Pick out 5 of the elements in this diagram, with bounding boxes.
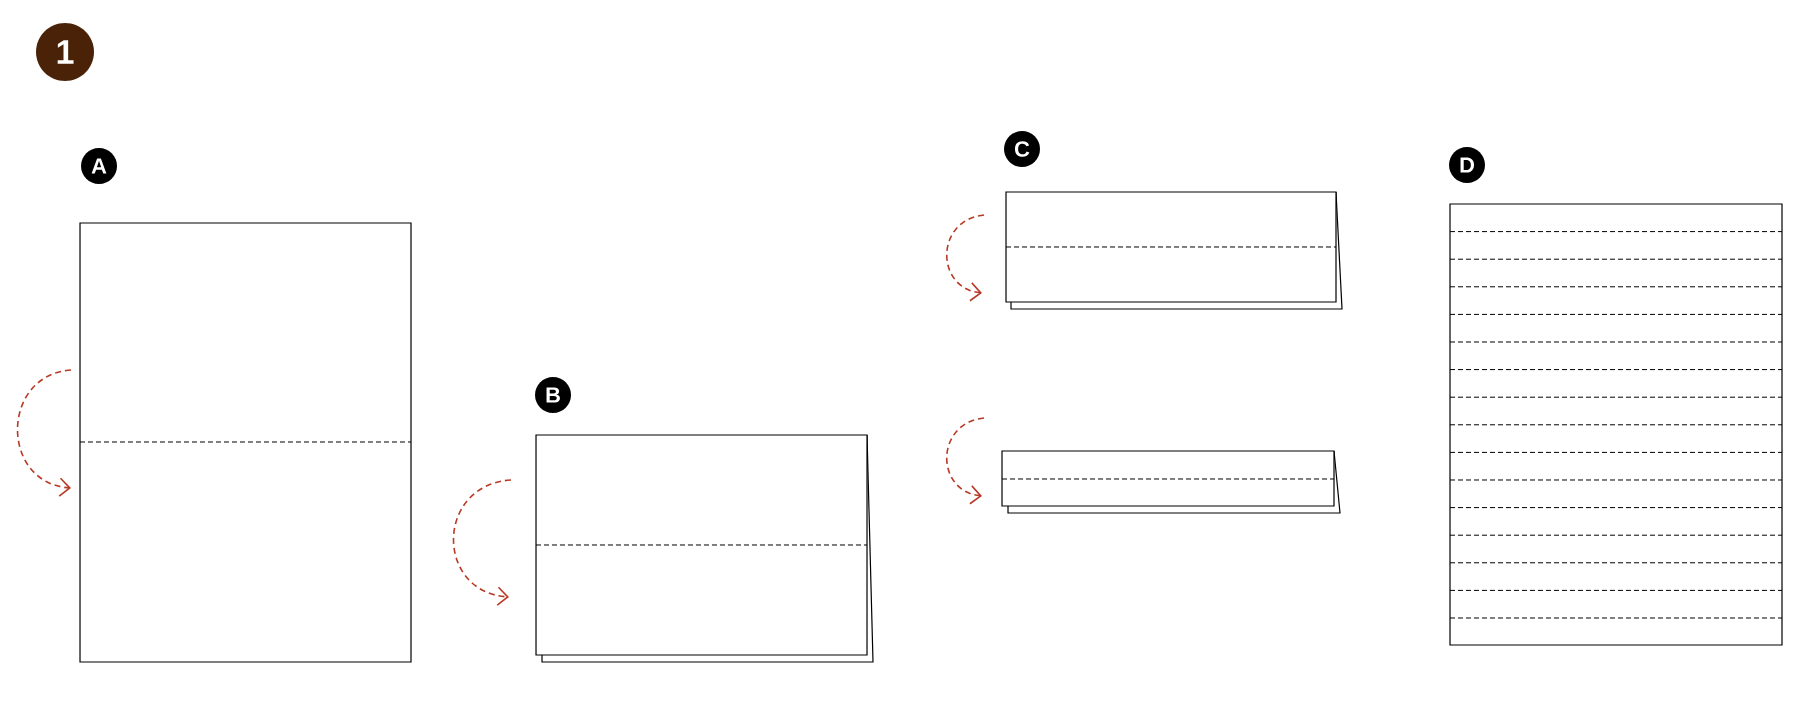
step-number: 1 xyxy=(36,23,94,81)
panel-label: C xyxy=(1004,131,1040,167)
panel-label: A xyxy=(81,148,117,184)
panel-label: B xyxy=(535,377,571,413)
panel-label: D xyxy=(1449,147,1485,183)
